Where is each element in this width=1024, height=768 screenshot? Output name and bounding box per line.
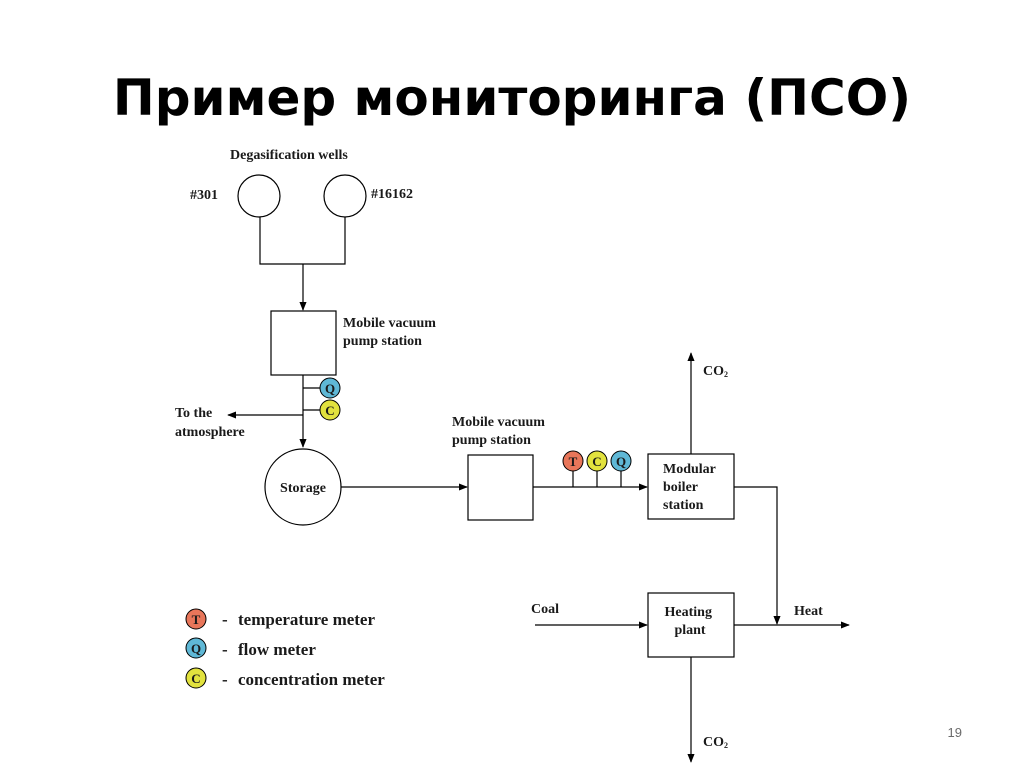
co2-bottom-label: CO2 (703, 735, 728, 750)
legend-item-temperature: T - temperature meter (185, 608, 375, 630)
temperature-meter-2: T (562, 450, 584, 472)
svg-text:-: - (222, 640, 228, 659)
co2-top-label: CO2 (703, 364, 728, 379)
wells-title: Degasification wells (230, 148, 348, 163)
page-number: 19 (947, 725, 962, 740)
concentration-meter-2: C (586, 450, 608, 472)
legend-item-flow: Q - flow meter (185, 637, 316, 659)
pump-station-2-label: Mobile vacuum pump station (452, 415, 548, 448)
heating-plant-label: Heating plant (665, 605, 716, 638)
svg-text:Q: Q (616, 454, 626, 469)
concentration-meter-1: C (319, 399, 341, 421)
svg-text:-: - (222, 670, 228, 689)
pump-station-2 (467, 454, 534, 521)
svg-text:C: C (325, 403, 334, 418)
svg-text:Q: Q (191, 641, 201, 656)
svg-text:T: T (192, 612, 201, 627)
slide-title: Пример мониторинга (ПСО) (112, 69, 912, 127)
atmosphere-label: To the atmosphere (175, 406, 245, 440)
storage-label: Storage (280, 481, 326, 496)
legend-item-concentration: C - concentration meter (185, 667, 385, 689)
boiler-heat-line (734, 486, 781, 625)
svg-text:concentration meter: concentration meter (238, 670, 385, 689)
boiler-station (647, 453, 735, 520)
svg-text:-: - (222, 610, 228, 629)
svg-text:flow meter: flow meter (238, 640, 316, 659)
legend: T - temperature meter Q - flow meter C -… (185, 608, 385, 689)
pump-station-1-label: Mobile vacuum pump station (343, 316, 439, 349)
svg-text:T: T (569, 454, 578, 469)
well-301-label: #301 (190, 188, 218, 203)
coal-label: Coal (531, 602, 559, 617)
well-301 (237, 174, 281, 218)
svg-text:Q: Q (325, 381, 335, 396)
flow-meter-2: Q (610, 450, 632, 472)
well-16162-label: #16162 (371, 187, 413, 202)
svg-text:C: C (191, 671, 200, 686)
well-16162 (323, 174, 367, 218)
flow-meter-1: Q (319, 377, 341, 399)
svg-text:temperature meter: temperature meter (238, 610, 375, 629)
pump-station-1 (270, 310, 337, 376)
heat-label: Heat (794, 604, 823, 619)
boiler-station-label: Modular boiler station (663, 462, 719, 513)
svg-text:C: C (592, 454, 601, 469)
wells-manifold (259, 217, 346, 265)
